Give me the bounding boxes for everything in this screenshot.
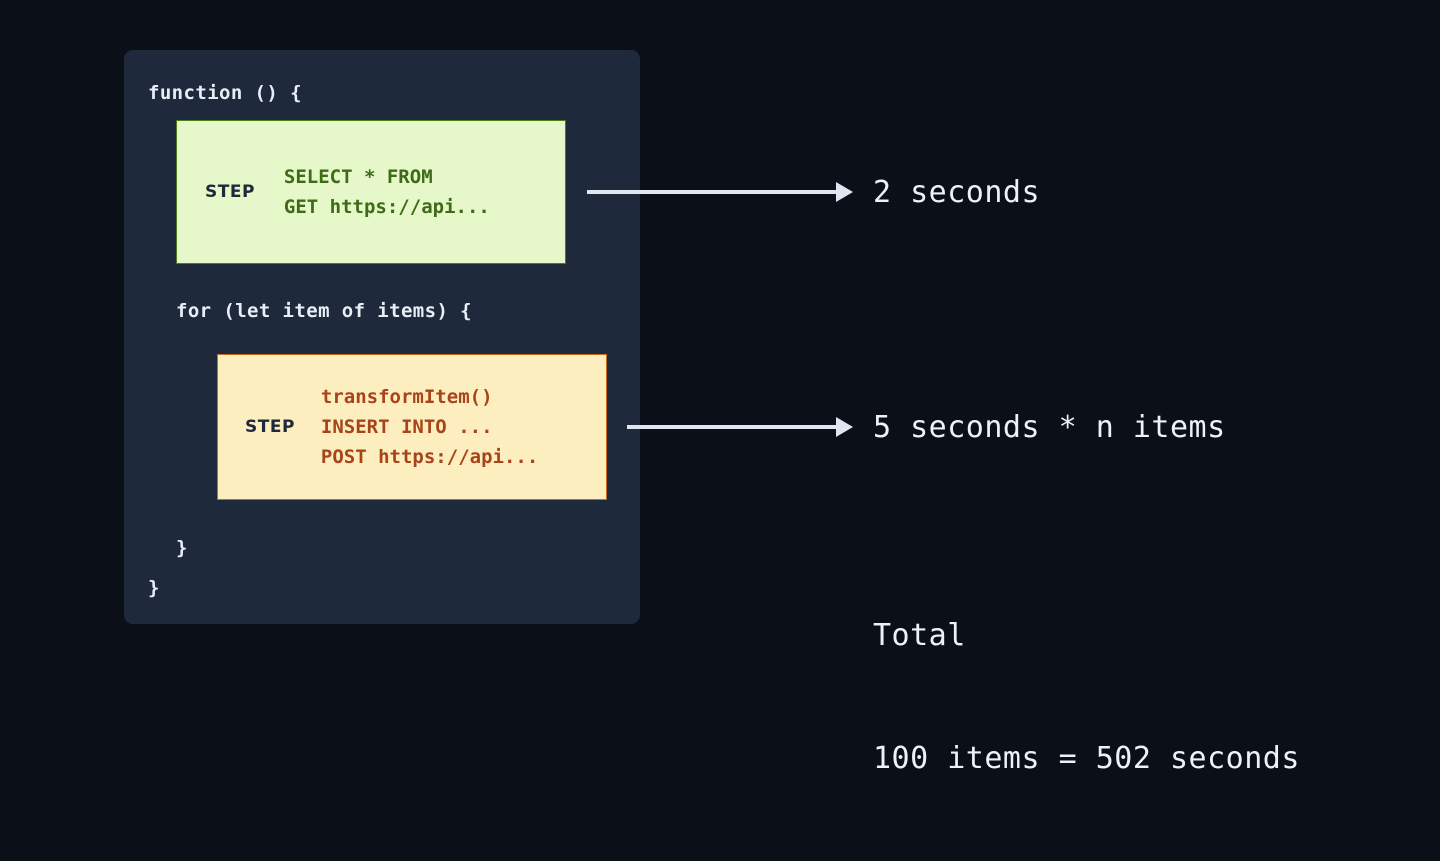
step-code-1: SELECT * FROM GET https://api... <box>283 166 490 218</box>
step-badge-label-1: STEP <box>205 182 255 202</box>
arrow-shaft <box>627 425 837 429</box>
annotation-step-1-duration: 2 seconds <box>873 175 1041 210</box>
annotation-step-2-duration: 5 seconds * n items <box>873 410 1226 445</box>
code-line-for-open: for (let item of items) { <box>176 300 472 322</box>
total-summary: Total 100 items = 502 seconds <box>873 533 1300 861</box>
step-code-2: transformItem() INSERT INTO ... POST htt… <box>320 386 539 468</box>
total-value: 100 items = 502 seconds <box>873 741 1300 776</box>
arrow-shaft <box>587 190 837 194</box>
code-line-for-close: } <box>176 537 188 559</box>
code-line-function-open: function () { <box>148 82 302 104</box>
step-box-1[interactable]: STEP SELECT * FROM GET https://api... <box>176 120 566 264</box>
arrow-step-1-to-annotation <box>587 182 853 202</box>
arrowhead-icon <box>836 417 853 437</box>
step-box-2[interactable]: STEP transformItem() INSERT INTO ... POS… <box>217 354 607 500</box>
total-heading: Total <box>873 618 966 653</box>
code-line-function-close: } <box>148 577 160 599</box>
arrowhead-icon <box>836 182 853 202</box>
arrow-step-2-to-annotation <box>627 417 853 437</box>
step-badge-label-2: STEP <box>245 417 295 437</box>
diagram-canvas: function () { for (let item of items) { … <box>124 50 1299 776</box>
